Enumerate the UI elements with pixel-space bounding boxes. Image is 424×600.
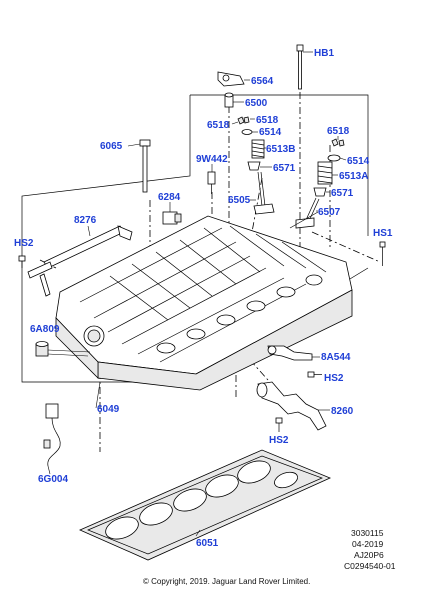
callout-6507: 6507 bbox=[318, 207, 341, 218]
cylinder-head-ribs bbox=[79, 225, 327, 363]
callout-hs2: HS2 bbox=[14, 238, 34, 249]
callout-6g004: 6G004 bbox=[38, 474, 68, 485]
callout-6571: 6571 bbox=[331, 188, 354, 199]
callout-hs2: HS2 bbox=[269, 435, 289, 446]
bolt-6065 bbox=[127, 139, 151, 193]
callout-6513b: 6513B bbox=[266, 144, 295, 155]
sensor-9w442 bbox=[207, 164, 216, 194]
callout-8276: 8276 bbox=[74, 215, 97, 226]
bolt-hs2-right bbox=[307, 371, 322, 378]
callout-6051: 6051 bbox=[196, 538, 219, 549]
exhaust-valve-6507 bbox=[295, 197, 320, 229]
gasket-bores bbox=[105, 460, 298, 540]
callout-6049: 6049 bbox=[97, 404, 120, 415]
valve-spring-6513a bbox=[317, 161, 338, 185]
bolt-hs2-left bbox=[18, 255, 26, 268]
callout-6514: 6514 bbox=[347, 156, 370, 167]
callout-hb1: HB1 bbox=[314, 48, 334, 59]
callout-6571: 6571 bbox=[273, 163, 296, 174]
cylinder-head-6049 bbox=[55, 215, 353, 391]
reference-engine-code: AJ20P6 bbox=[354, 550, 384, 560]
leader-6049 bbox=[95, 381, 101, 409]
valve-collets-6518-exhaust bbox=[331, 136, 345, 147]
spring-retainer-6514-exhaust bbox=[327, 154, 347, 162]
reference-date: 04-2019 bbox=[352, 539, 383, 549]
plug-6a809 bbox=[35, 341, 91, 357]
intake-valve-6505 bbox=[253, 171, 275, 215]
callout-6518: 6518 bbox=[207, 120, 230, 131]
callout-6513a: 6513A bbox=[339, 171, 368, 182]
stem-seal-6571-intake bbox=[247, 161, 272, 171]
callout-6518: 6518 bbox=[256, 115, 279, 126]
copyright-notice: © Copyright, 2019. Jaguar Land Rover Lim… bbox=[143, 577, 310, 586]
callout-6505: 6505 bbox=[228, 195, 251, 206]
sensor-harness-6g004 bbox=[43, 403, 61, 475]
callout-8a544: 8A544 bbox=[321, 352, 351, 363]
reference-block: 3030115 04-2019 AJ20P6 C0294540-01 bbox=[344, 528, 396, 571]
head-gasket-6051 bbox=[79, 449, 332, 561]
callout-6514: 6514 bbox=[259, 127, 282, 138]
callout-6065: 6065 bbox=[100, 141, 123, 152]
rocker-arm-6564 bbox=[217, 71, 250, 87]
callout-hs2: HS2 bbox=[324, 373, 344, 384]
callout-6518: 6518 bbox=[327, 126, 350, 137]
reference-number: 3030115 bbox=[351, 528, 384, 538]
callout-hs1: HS1 bbox=[373, 228, 393, 239]
callout-6284: 6284 bbox=[158, 192, 181, 203]
stem-seal-6571-exhaust bbox=[313, 187, 330, 197]
tube-8276 bbox=[27, 225, 133, 297]
valve-spring-6513b bbox=[251, 139, 266, 159]
reference-illustration-id: C0294540-01 bbox=[344, 561, 396, 571]
callout-9w442: 9W442 bbox=[196, 154, 228, 165]
fitting-8a544 bbox=[267, 345, 320, 361]
intake-ports bbox=[156, 274, 323, 354]
spring-retainer-6514-intake bbox=[241, 129, 258, 135]
callout-6564: 6564 bbox=[251, 76, 274, 87]
head-bolt-hb1 bbox=[296, 44, 313, 90]
coolant-pipe-8260 bbox=[256, 381, 330, 431]
bolt-hs1 bbox=[379, 241, 386, 266]
lash-adjuster-6500 bbox=[224, 92, 244, 108]
callout-8260: 8260 bbox=[331, 406, 354, 417]
bolt-hs2-bottom bbox=[275, 417, 283, 432]
callout-6500: 6500 bbox=[245, 98, 268, 109]
leader-6507 bbox=[289, 211, 319, 229]
callout-6a809: 6A809 bbox=[30, 324, 60, 335]
valve-collets-6518-intake bbox=[231, 116, 255, 125]
sensor-6284 bbox=[162, 202, 182, 225]
